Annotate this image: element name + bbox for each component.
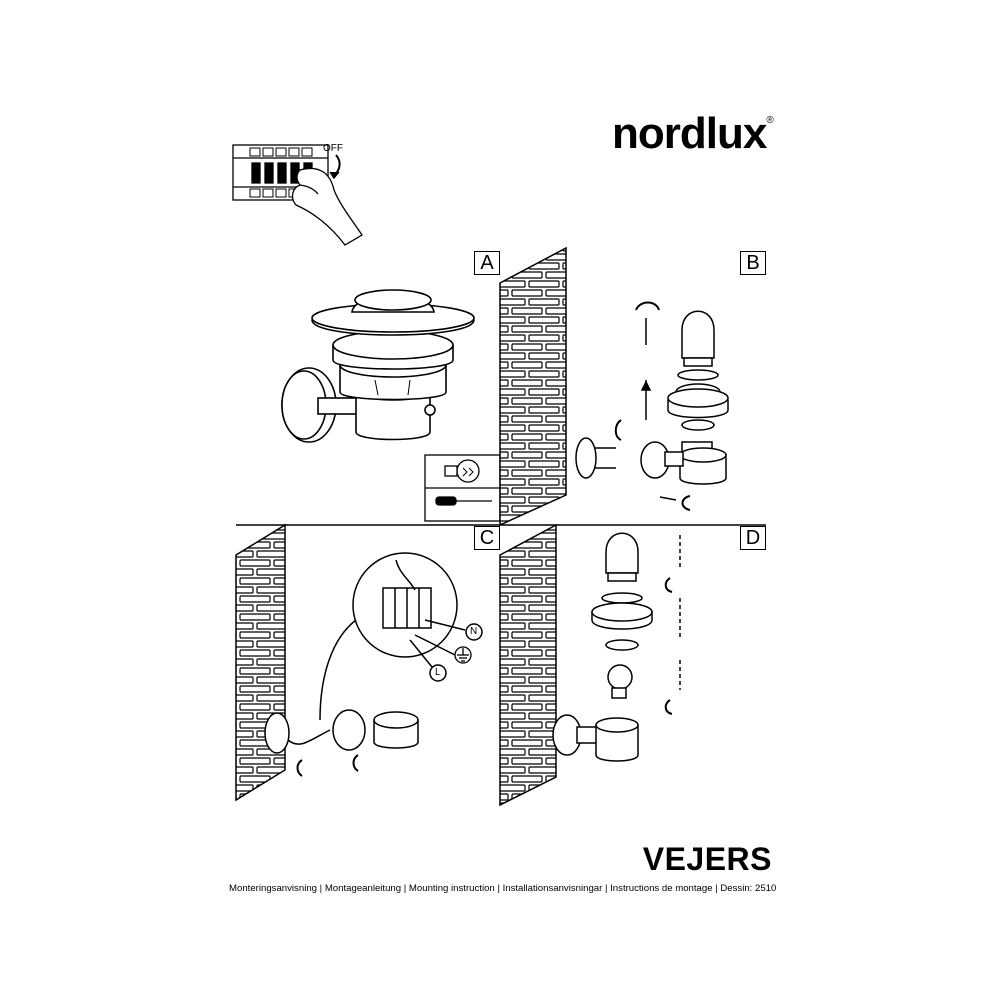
brick-wall-c [235,523,286,802]
brand-logo: nordlux® [612,109,774,158]
panel-label-b: B [740,251,766,275]
live-label: L [435,667,441,678]
brick-wall-b [499,246,567,527]
instruction-subtitle: Monteringsanvisning | Montageanleitung |… [229,883,777,894]
hand-icon [291,167,363,246]
lamp-exploded-b [575,301,729,511]
off-label: OFF [323,143,343,154]
screwdriver-icon [435,496,492,506]
panel-label-d: D [740,526,766,550]
bulb-icon [444,459,480,483]
brand-registered-mark: ® [766,115,773,126]
earth-ground-icon [454,646,472,664]
neutral-label: N [470,626,478,637]
lamp-assembled-drawing [281,289,475,443]
brand-name: nordlux [612,109,767,158]
panel-label-a: A [474,251,500,275]
product-name: VEJERS [642,841,772,877]
panel-label-c: C [474,526,500,550]
brick-wall-d [499,523,557,807]
tools-box [424,454,501,522]
wiring-detail-c [264,552,483,777]
lamp-exploded-d [552,532,681,762]
